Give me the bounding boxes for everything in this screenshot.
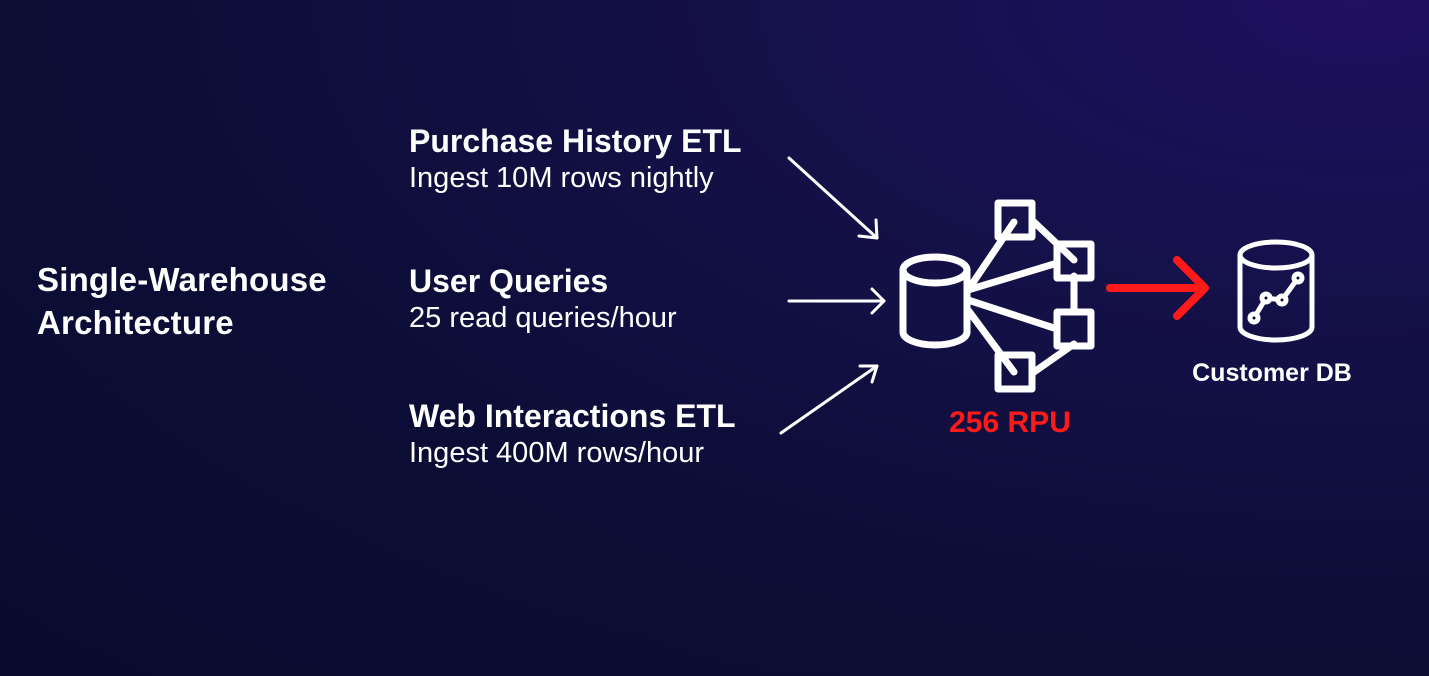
target-label: Customer DB <box>1192 359 1352 387</box>
diagram-title: Single-Warehouse Architecture <box>37 261 327 341</box>
database-analytics-icon <box>1237 239 1315 343</box>
arrow-icon <box>787 287 886 315</box>
arrow-icon <box>779 364 879 435</box>
source-user-queries: User Queries 25 read queries/hour <box>409 262 789 336</box>
warehouse-network-icon <box>899 199 1095 393</box>
arrow-icon <box>787 156 879 240</box>
source-purchase-history: Purchase History ETL Ingest 10M rows nig… <box>409 122 789 196</box>
source-name: User Queries <box>409 263 609 299</box>
source-web-interactions: Web Interactions ETL Ingest 400M rows/ho… <box>409 397 789 471</box>
source-description: 25 read queries/hour <box>409 302 677 334</box>
source-name: Web Interactions ETL <box>409 398 736 434</box>
arrow-icon <box>1106 256 1209 320</box>
source-description: Ingest 10M rows nightly <box>409 162 714 194</box>
warehouse-capacity: 256 RPU <box>949 406 1071 439</box>
source-name: Purchase History ETL <box>409 123 742 159</box>
source-description: Ingest 400M rows/hour <box>409 437 704 469</box>
